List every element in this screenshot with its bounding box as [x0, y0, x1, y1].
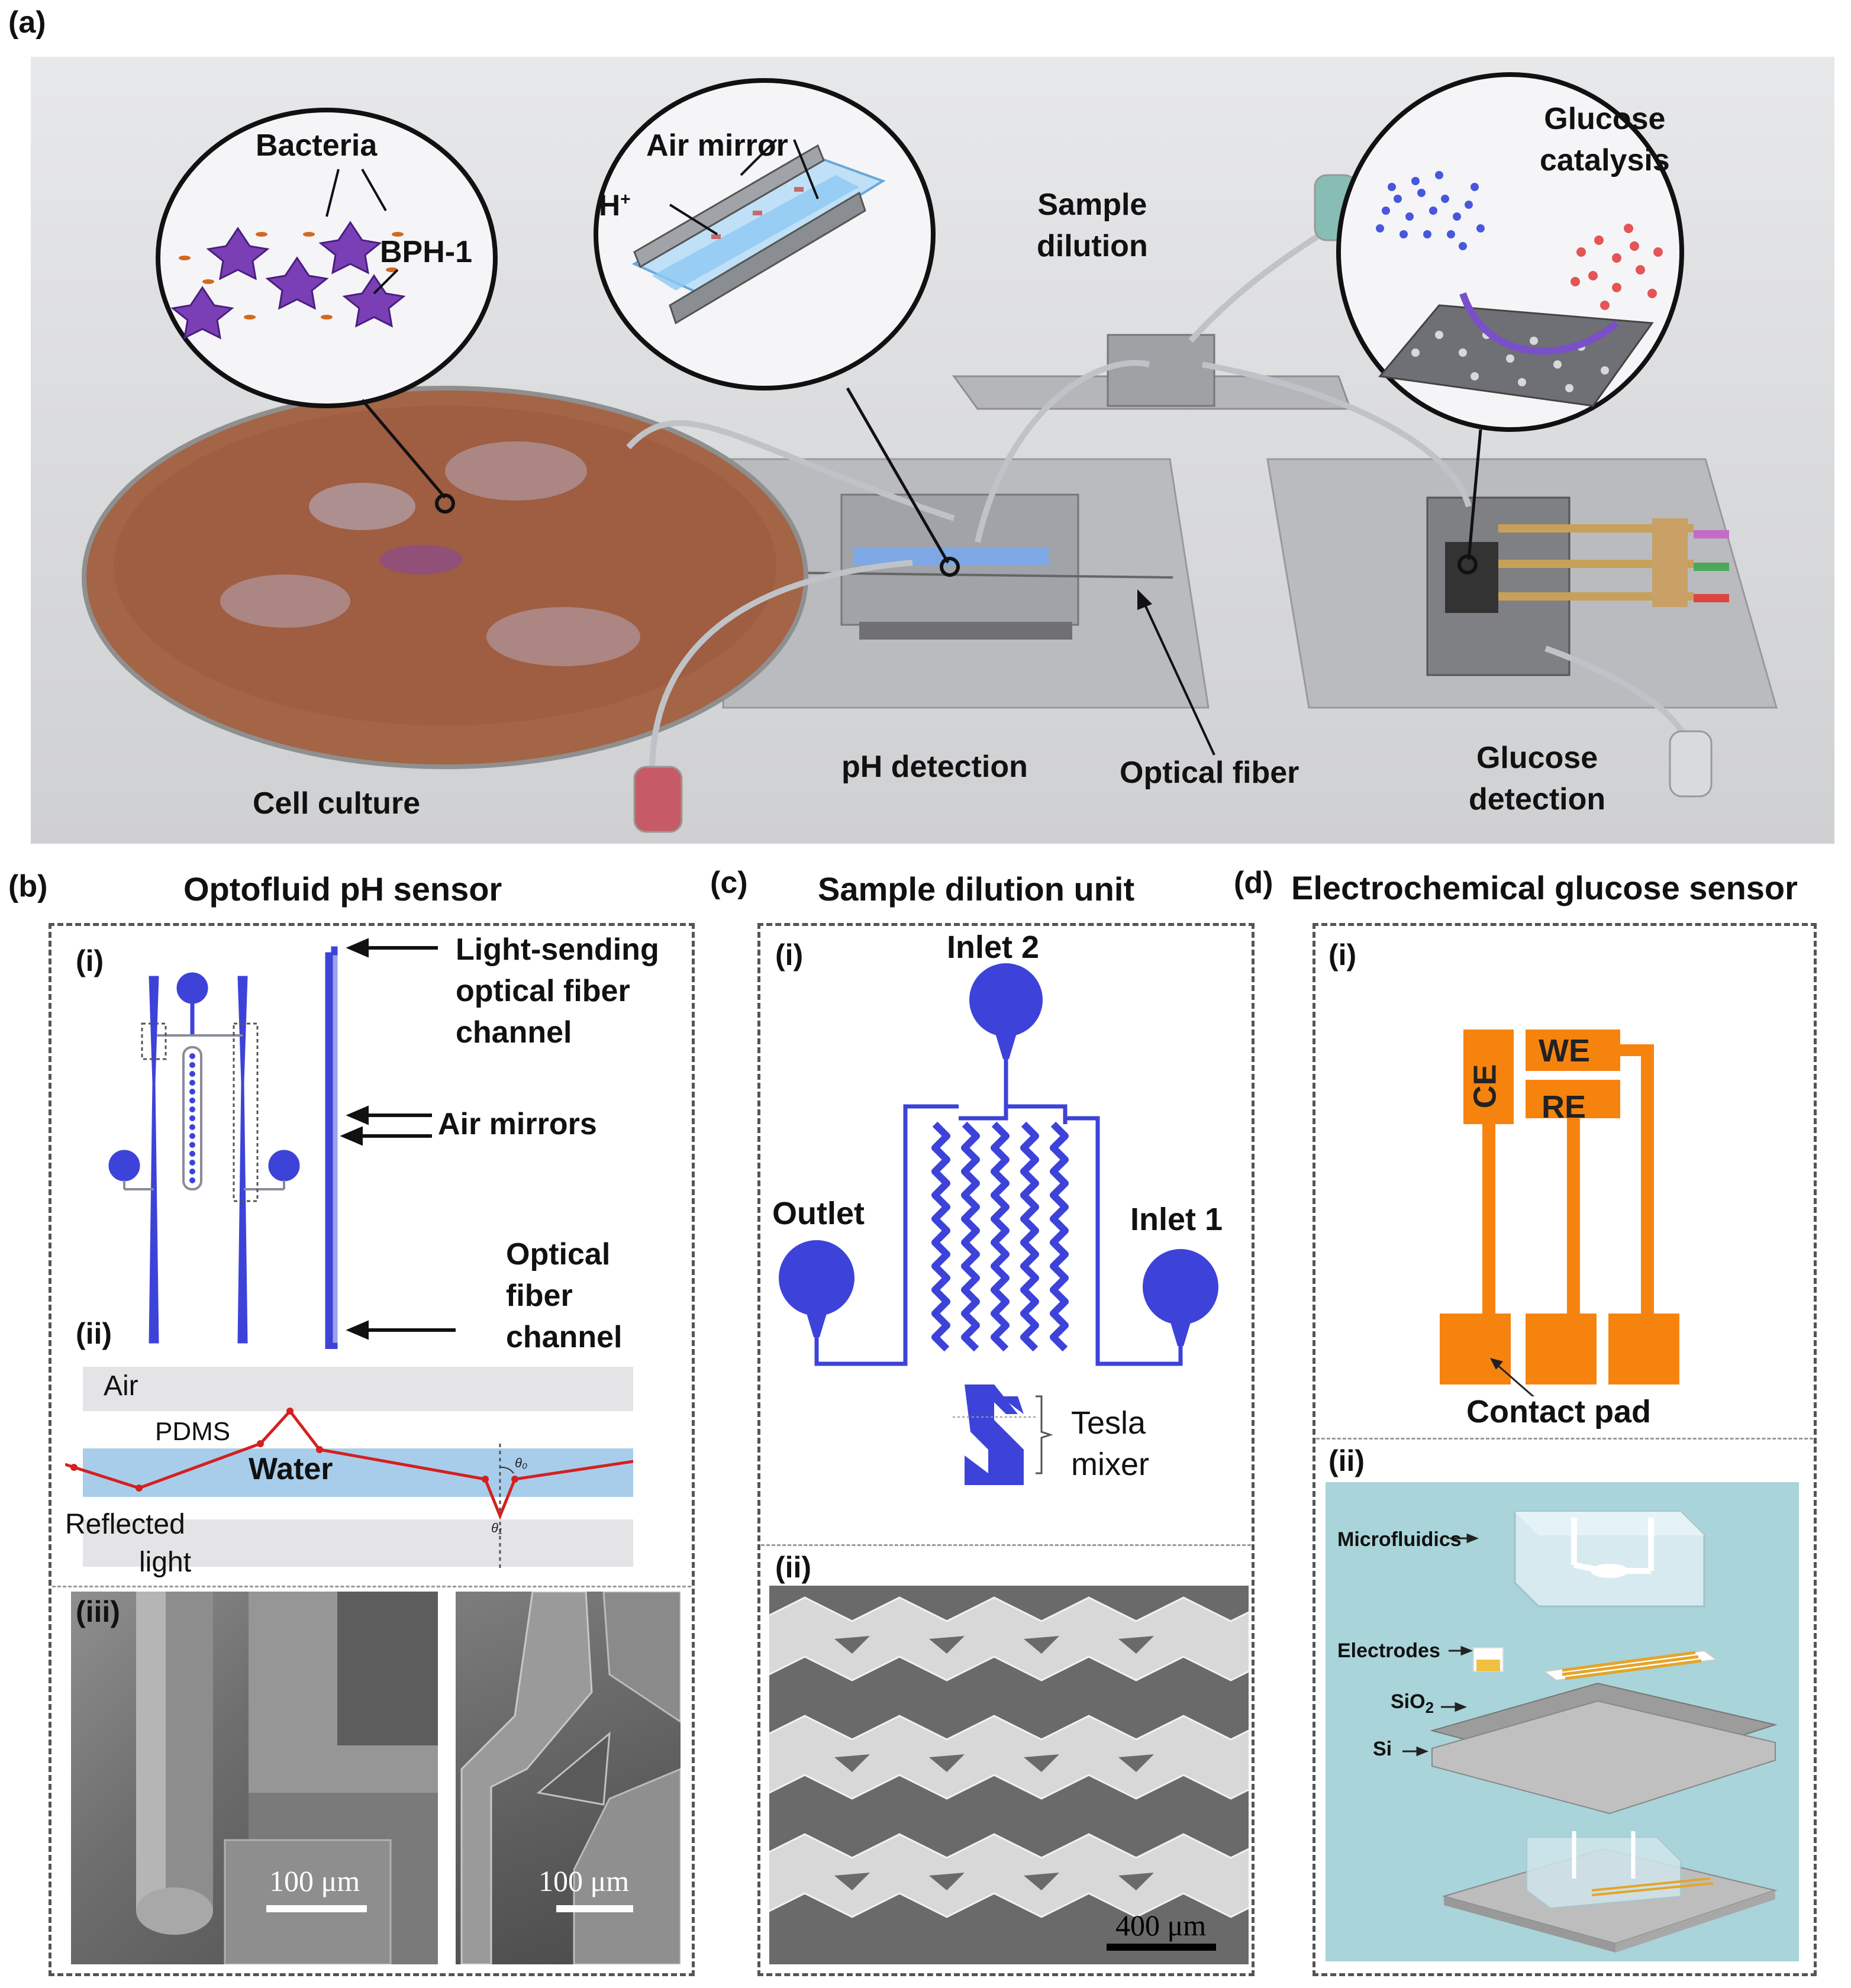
label-glucose-catalysis: Glucose catalysis	[1540, 102, 1670, 178]
label-glucose-detection: Glucose detection	[1469, 741, 1606, 816]
panel-d-box	[1313, 923, 1817, 1976]
label-contact-pad: Contact pad	[1466, 1394, 1652, 1429]
sem-image-left: 100 μm	[71, 1592, 438, 1964]
sem-tesla-scale: 400 μm	[1115, 1909, 1207, 1942]
sem-tesla-image: 400 μm	[769, 1586, 1249, 1964]
label-sio2: SiO2	[1391, 1690, 1434, 1716]
label-microfluidics: Microfluidics	[1337, 1528, 1462, 1551]
panel-d-sub-i: (i)	[1328, 938, 1357, 972]
label-si: Si	[1373, 1738, 1392, 1760]
label-outlet: Outlet	[772, 1196, 865, 1231]
panel-d-sub-ii: (ii)	[1328, 1444, 1365, 1477]
sem-right-scale: 100 μm	[538, 1864, 630, 1897]
theta1-label: θ₁	[491, 1521, 502, 1535]
label-pdms: PDMS	[155, 1417, 231, 1446]
label-air: Air	[104, 1370, 138, 1402]
panel-b-sub-ii: (ii)	[76, 1317, 112, 1350]
label-ce: CE	[1467, 1064, 1503, 1109]
panel-d-tag: (d)	[1234, 866, 1273, 900]
theta0-label: θ₀	[515, 1456, 527, 1470]
clear-vial	[1669, 730, 1713, 798]
label-bph1: BPH-1	[380, 235, 473, 269]
panel-b-box	[49, 923, 695, 1976]
label-we: WE	[1539, 1033, 1590, 1069]
label-bacteria: Bacteria	[256, 128, 378, 163]
label-ph-detection: pH detection	[841, 750, 1028, 784]
label-air-mirrors: Air mirrors	[438, 1107, 597, 1141]
panel-b-sub-i: (i)	[76, 944, 104, 977]
label-reflected-light: Reflected light	[65, 1509, 192, 1578]
bacteria-zoom-circle	[156, 108, 498, 408]
panel-c-title: Sample dilution unit	[818, 870, 1135, 908]
panel-d-divider	[1316, 1438, 1813, 1440]
panel-b-title: Optofluid pH sensor	[183, 870, 502, 908]
label-light-sending: Light-sending optical fiber channel	[456, 932, 659, 1050]
panel-c-tag: (c)	[710, 866, 748, 900]
label-tesla-mixer: Tesla mixer	[1071, 1405, 1149, 1482]
label-optical-fiber: Optical fiber	[1120, 756, 1299, 790]
panel-d-title: Electrochemical glucose sensor	[1291, 869, 1798, 906]
layered-schematic: Microfluidics Electrodes SiO2 Si	[1326, 1482, 1799, 1961]
panel-c-box	[757, 923, 1255, 1976]
panel-a-tag: (a)	[8, 5, 46, 40]
label-electrodes: Electrodes	[1337, 1640, 1440, 1662]
label-re: RE	[1542, 1089, 1586, 1125]
panel-b-arrows	[340, 938, 456, 1340]
reflection-diagram: θ₀ θ₁	[65, 1367, 633, 1568]
label-sample-dilution: Sample dilution	[1037, 188, 1148, 263]
panel-c-sub-i: (i)	[775, 938, 804, 972]
dilution-chip	[1107, 334, 1215, 407]
label-inlet2: Inlet 2	[947, 930, 1040, 965]
panel-c-sub-ii: (ii)	[775, 1551, 812, 1584]
label-air-mirror: Air mirror	[646, 128, 788, 163]
panel-b-tag: (b)	[8, 869, 48, 903]
red-vial	[633, 766, 683, 833]
label-optical-fiber-channel: Optical fiber channel	[506, 1237, 623, 1354]
label-water: Water	[249, 1452, 333, 1486]
dilution-channel-diagram	[779, 963, 1218, 1485]
electrode-diagram	[1440, 1030, 1679, 1396]
panel-c-divider	[761, 1544, 1251, 1546]
label-cell-culture: Cell culture	[253, 786, 421, 821]
panel-b-sub-iii: (iii)	[76, 1595, 120, 1628]
label-h-plus: H+	[599, 189, 631, 222]
panel-a-rendering: Bacteria BPH-1 Air mirror H+ Sample dilu…	[31, 57, 1834, 844]
sem-image-right: 100 μm	[456, 1592, 681, 1964]
sem-left-scale: 100 μm	[269, 1864, 360, 1897]
panel-b-divider	[52, 1586, 691, 1587]
optofluid-channel-diagram	[108, 946, 338, 1349]
label-inlet1: Inlet 1	[1130, 1202, 1223, 1237]
